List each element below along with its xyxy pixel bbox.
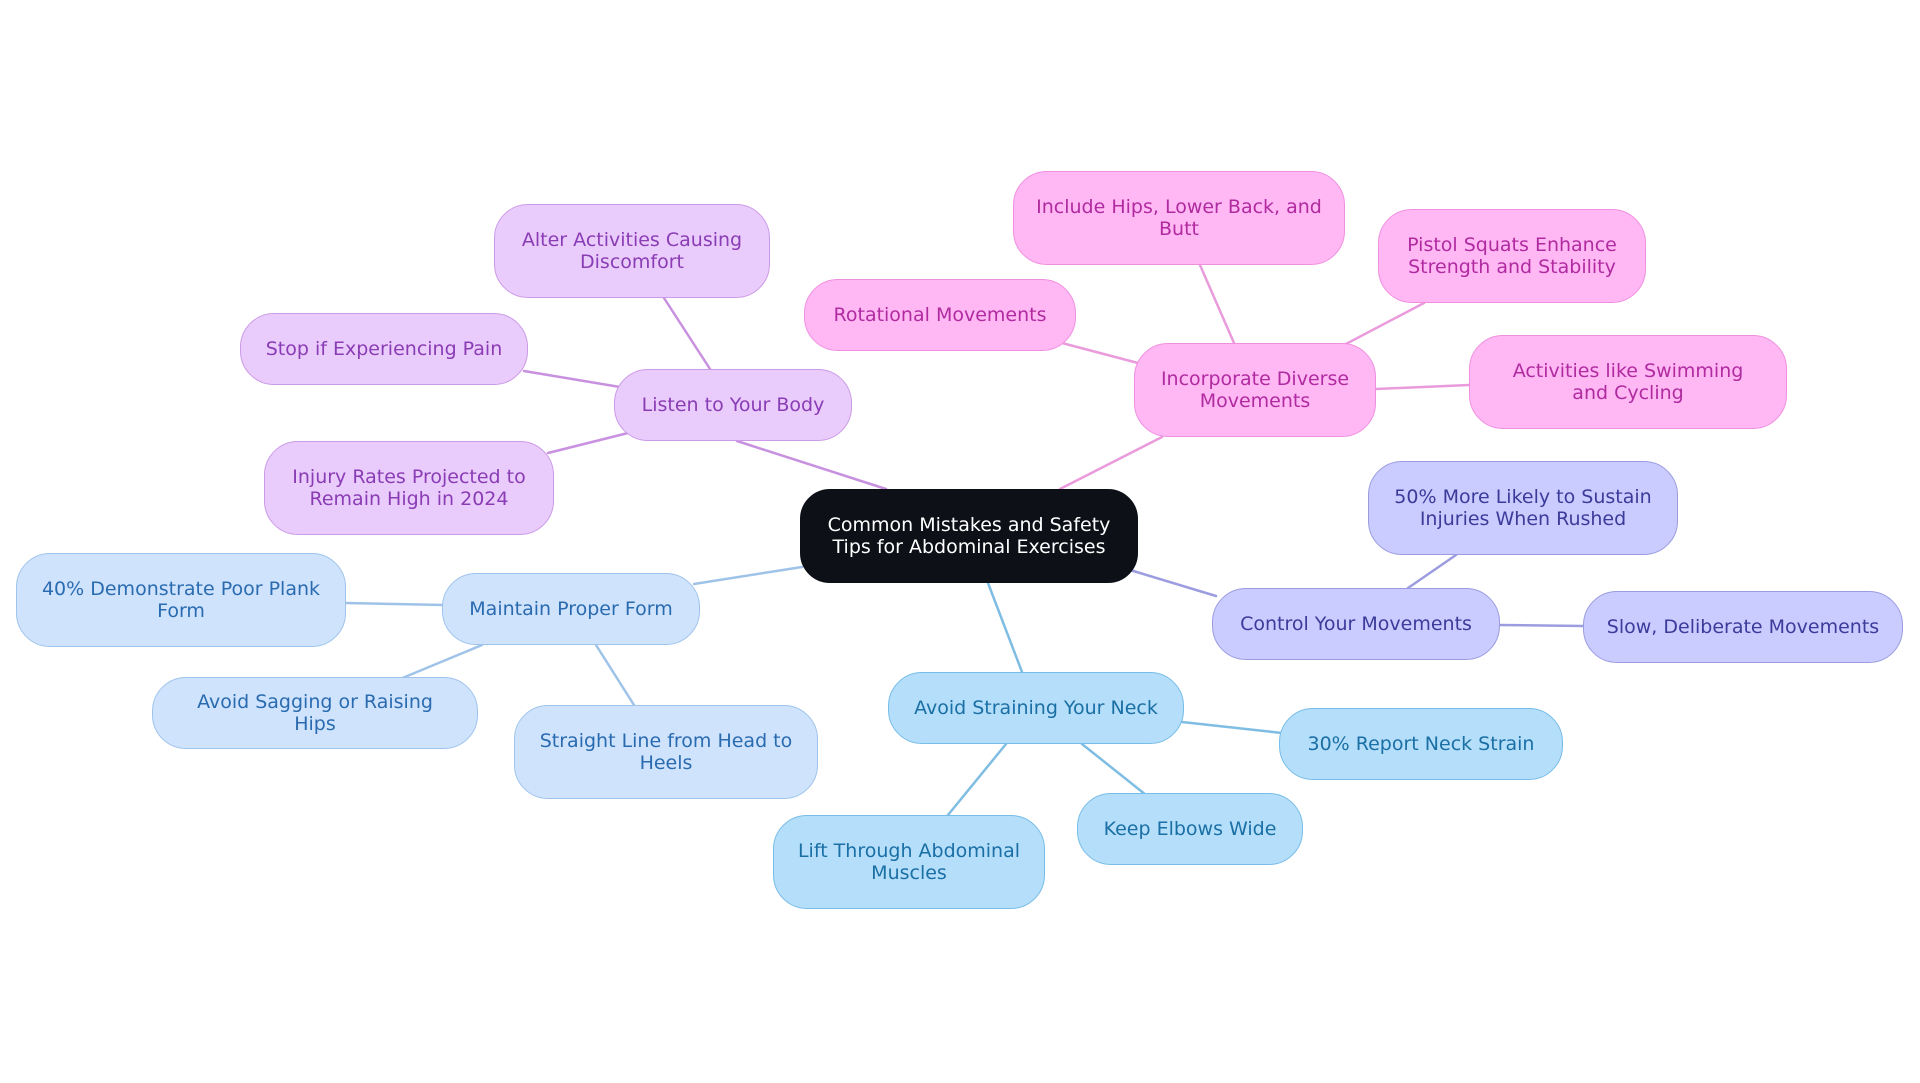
node-label: Activities like Swimming and Cycling [1512,360,1744,404]
node-label: Incorporate Diverse Movements [1160,368,1350,412]
leaf-node-alter: Alter Activities Causing Discomfort [494,204,770,298]
branch-node-control: Control Your Movements [1212,588,1500,660]
connector-line [1374,383,1471,391]
node-label: 30% Report Neck Strain [1307,733,1535,755]
leaf-node-straight: Straight Line from Head to Heels [514,705,818,799]
connector-line [594,643,636,707]
node-label: Avoid Sagging or Raising Hips [197,691,433,735]
leaf-node-neckstrain: 30% Report Neck Strain [1279,708,1563,780]
node-label: Lift Through Abdominal Muscles [797,840,1021,884]
connector-line [1498,623,1585,628]
connector-line [1058,435,1164,491]
connector-line [1342,301,1426,347]
node-label: Rotational Movements [833,304,1047,326]
connector-line [1060,341,1140,365]
branch-node-diverse: Incorporate Diverse Movements [1134,343,1376,437]
connector-line [1406,553,1458,590]
node-label: Slow, Deliberate Movements [1606,616,1880,638]
node-label: Pistol Squats Enhance Strength and Stabi… [1407,234,1617,278]
branch-node-listen: Listen to Your Body [614,369,852,441]
node-label: 50% More Likely to Sustain Injuries When… [1394,486,1652,530]
connector-line [344,601,446,607]
connector-line [692,565,804,586]
node-label: Maintain Proper Form [469,598,673,620]
node-label: Injury Rates Projected to Remain High in… [292,466,526,510]
branch-node-form: Maintain Proper Form [442,573,700,645]
connector-line [1198,263,1236,345]
node-label: Keep Elbows Wide [1103,818,1277,840]
connector-line [986,581,1024,674]
connector-line [1080,742,1148,797]
node-label: Listen to Your Body [641,394,825,416]
leaf-node-rotational: Rotational Movements [804,279,1076,351]
connector-line [662,296,712,371]
leaf-node-plank: 40% Demonstrate Poor Plank Form [16,553,346,647]
leaf-node-injury: Injury Rates Projected to Remain High in… [264,441,554,535]
connector-line [398,643,484,681]
node-label: Common Mistakes and Safety Tips for Abdo… [827,514,1111,558]
node-label: 40% Demonstrate Poor Plank Form [41,578,321,622]
connector-line [946,742,1008,817]
connector-line [546,431,630,455]
node-label: Alter Activities Causing Discomfort [521,229,743,273]
node-label: Control Your Movements [1240,613,1472,635]
leaf-node-elbows: Keep Elbows Wide [1077,793,1303,865]
connector-line [522,369,622,389]
leaf-node-stop: Stop if Experiencing Pain [240,313,528,385]
leaf-node-slow: Slow, Deliberate Movements [1583,591,1903,663]
leaf-node-swimming: Activities like Swimming and Cycling [1469,335,1787,429]
leaf-node-sagging: Avoid Sagging or Raising Hips [152,677,478,749]
node-label: Stop if Experiencing Pain [265,338,503,360]
leaf-node-pistol: Pistol Squats Enhance Strength and Stabi… [1378,209,1646,303]
leaf-node-lift: Lift Through Abdominal Muscles [773,815,1045,909]
leaf-node-hips: Include Hips, Lower Back, and Butt [1013,171,1345,265]
connector-line [1180,720,1284,735]
connector-line [1128,568,1218,598]
node-label: Include Hips, Lower Back, and Butt [1036,196,1322,240]
branch-node-neck: Avoid Straining Your Neck [888,672,1184,744]
connector-line [735,439,888,491]
root-node: Common Mistakes and Safety Tips for Abdo… [800,489,1138,583]
node-label: Straight Line from Head to Heels [539,730,793,774]
node-label: Avoid Straining Your Neck [914,697,1158,719]
leaf-node-rushed: 50% More Likely to Sustain Injuries When… [1368,461,1678,555]
